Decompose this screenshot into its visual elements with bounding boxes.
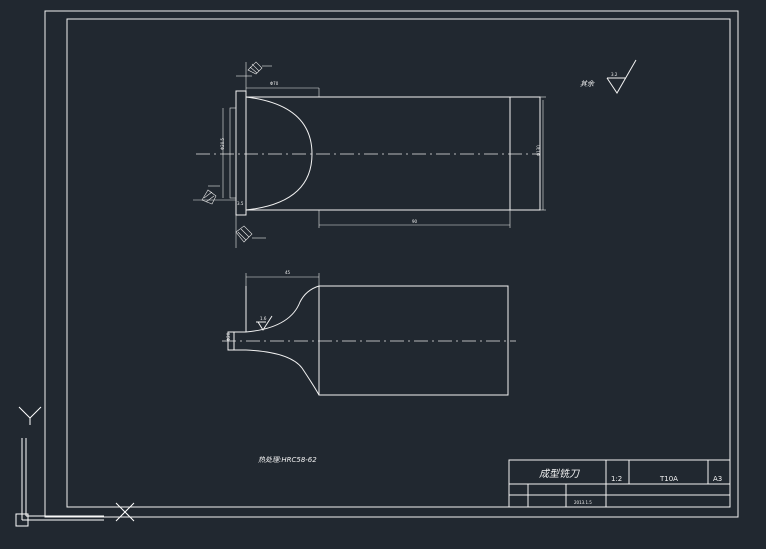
- top-detail-symbol-lower: [235, 215, 266, 248]
- bottom-profile-lower: [245, 349, 320, 396]
- top-view: 90 Φ130 Φ70 Φ20.5 3.5: [193, 61, 546, 248]
- bottom-body: [318, 285, 509, 396]
- top-dim-left: Φ20.5: [220, 137, 225, 150]
- top-dim-shank: Φ70: [270, 81, 279, 86]
- bottom-dim-shank: Φ20: [226, 332, 231, 341]
- top-body-outline: [246, 96, 541, 211]
- top-detail-symbol-upper: [236, 61, 272, 91]
- bottom-roughness-value: 1.6: [260, 316, 267, 321]
- top-shank: [229, 107, 237, 199]
- top-flange: [235, 90, 247, 216]
- drawing-date: 2013.1.5: [574, 500, 592, 505]
- inner-border: [66, 18, 731, 508]
- ucs-y-axis-icon: [18, 406, 42, 425]
- surface-rest-label: 其余: [580, 80, 595, 88]
- top-dim-diameter: Φ130: [536, 145, 541, 156]
- roughness-symbol-icon: [606, 59, 637, 94]
- top-dim-small: 3.5: [237, 201, 244, 206]
- heat-treatment-note: 热处理:HRC58-62: [258, 456, 317, 464]
- bottom-roughness-icon: 1.6: [256, 315, 273, 331]
- surface-rest-value: 3.2: [611, 72, 618, 77]
- bottom-profile-upper: [245, 285, 320, 333]
- surface-roughness-note: 其余 3.2: [580, 59, 637, 94]
- ucs-icon: [15, 406, 104, 527]
- bottom-view: 45 Φ20 1.6: [222, 270, 516, 396]
- top-cutting-profile: [245, 96, 313, 211]
- top-detail-symbol-left: [193, 185, 236, 205]
- top-dim-length: 90: [412, 219, 418, 224]
- scale: 1:2: [611, 475, 622, 483]
- drawing-frame: [44, 10, 739, 518]
- crosshair-cursor-icon: [115, 502, 135, 522]
- outer-border: [44, 10, 739, 518]
- title-block: 成型铣刀 1:2 T10A A3 2013.1.5: [508, 459, 731, 508]
- part-name: 成型铣刀: [539, 468, 580, 480]
- material: T10A: [659, 475, 678, 483]
- sheet-size: A3: [713, 475, 722, 483]
- bottom-dim-top: 45: [285, 270, 291, 275]
